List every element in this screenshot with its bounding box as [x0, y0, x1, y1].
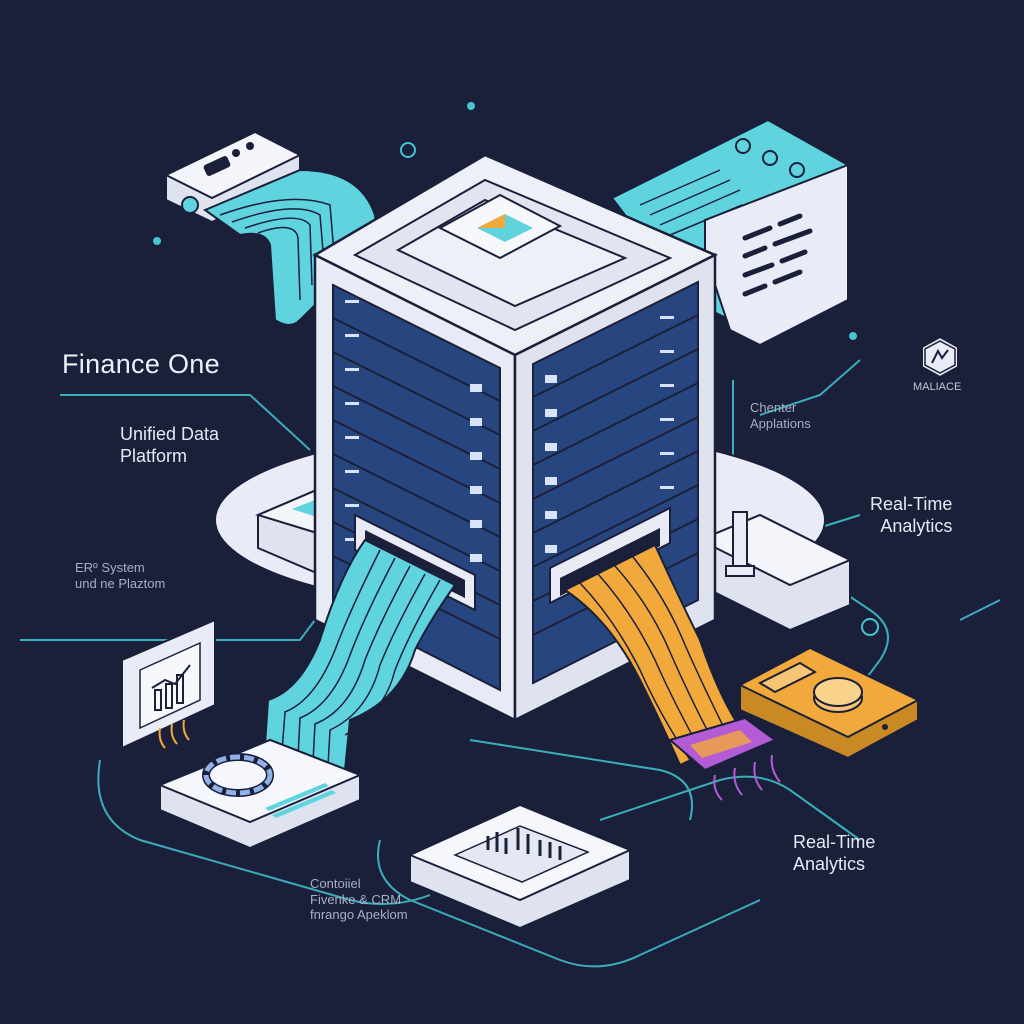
chart-card-icon [121, 618, 216, 750]
label-cluster-line2: Applations [750, 415, 811, 431]
label-unified-line1: Unified Data [120, 424, 220, 444]
label-cluster-line1: Chenter [750, 400, 797, 415]
right-slab [697, 511, 853, 632]
teal-ribbon-bottom [263, 538, 457, 772]
label-unified-data-platform: Unified Data Platform [120, 424, 219, 467]
label-erp-line1: ERº System [75, 560, 145, 575]
label-real-time-analytics-top: Real-Time Analytics [870, 494, 952, 537]
label-bottom-line1: Contoiiel [310, 876, 361, 891]
label-badge: MALIACE [913, 381, 962, 393]
hexagon-badge-icon [921, 335, 959, 379]
label-bottom-line3: fnrango Apeklom [310, 907, 408, 923]
label-cluster-applications: Chenter Applations [750, 400, 811, 431]
label-finance-crm: Contoiiel Fivenke & CRM fnrango Apeklom [310, 876, 408, 923]
label-rta-bottom-line1: Real-Time [793, 832, 876, 852]
page-title: Finance One [62, 349, 220, 379]
label-bottom-line2: Fivenke & CRM [310, 891, 402, 907]
label-rta-top-line1: Real-Time [870, 494, 953, 514]
tower-icon [725, 511, 755, 577]
circuit-traces [20, 359, 1001, 968]
orange-ribbon [563, 543, 781, 801]
storage-card-icon [737, 646, 921, 760]
bar-chart-card-icon [407, 803, 633, 930]
label-rta-bottom-line2: Analytics [793, 853, 866, 874]
label-rta-top-line2: Analytics [880, 515, 953, 536]
document-panel-icon [610, 118, 849, 347]
label-unified-line2: Platform [120, 445, 188, 466]
ring-chart-card-icon [157, 738, 363, 850]
label-erp-system: ERº System und ne Plaztom [75, 560, 165, 591]
router-device-icon [163, 130, 303, 224]
label-real-time-analytics-bottom: Real-Time Analytics [793, 832, 875, 875]
label-erp-line2: und ne Plaztom [75, 575, 166, 591]
